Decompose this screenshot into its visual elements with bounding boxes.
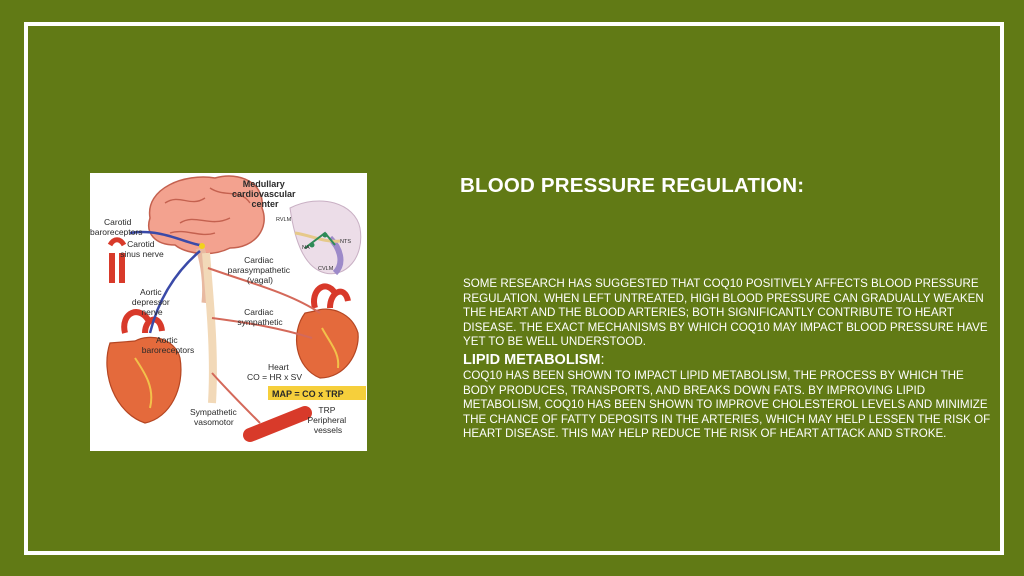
carotid-sinus-nerve-label: Carotid sinus nerve [120,239,164,259]
medulla-inset [289,200,362,276]
aortic-baroreceptors-label: Aortic baroreceptors [142,335,194,355]
cardiac-sympathetic-line [211,317,313,339]
carotid-baroreceptors-label: Carotid baroreceptors [90,217,142,237]
lipid-metabolism-paragraph: COQ10 HAS BEEN SHOWN TO IMPACT LIPID MET… [463,368,991,441]
peripheral-vessel [243,406,312,442]
na-label: NA [302,245,310,251]
nts-label: NTS [340,239,351,245]
heading-colon: : [600,351,605,368]
spinal-cord [202,252,217,404]
aortic-depressor-nerve-label: Aortic depressor nerve [132,287,172,317]
carotid-sinus-nerve-line [129,230,201,247]
diagram-canvas: Medullary cardiovascular center Carotid … [90,175,366,442]
map-formula-box [268,386,366,400]
left-heart-illustration [106,309,182,424]
sympathetic-vasomotor-line [211,372,261,424]
slide-border [24,22,1004,555]
blood-pressure-regulation-diagram: Medullary cardiovascular center Carotid … [90,173,367,451]
map-formula: MAP = CO x TRP [272,389,344,399]
heart-formula-label: Heart CO = HR x SV [247,362,302,382]
carotid-artery [107,237,127,283]
sympathetic-vasomotor-label: Sympathetic vasomotor [190,407,239,427]
slide-title: BLOOD PRESSURE REGULATION: [460,174,805,197]
lipid-metabolism-heading-text: LIPID METABOLISM [463,351,601,368]
medullary-label: Medullary cardiovascular center [232,179,298,209]
cardiac-sympathetic-label: Cardiac sympathetic [237,307,283,327]
cvlm-label: CVLM [318,266,334,272]
blood-pressure-paragraph: SOME RESEARCH HAS SUGGESTED THAT COQ10 P… [463,277,988,349]
cardiac-parasympathetic-label: Cardiac parasympathetic (vagal) [228,255,293,285]
rvlm-label: RVLM [276,217,292,223]
nts-dot [199,243,205,249]
lipid-metabolism-heading: LIPID METABOLISM: [463,352,995,369]
slide-body: SOME RESEARCH HAS SUGGESTED THAT COQ10 P… [463,277,995,442]
right-heart-illustration [296,283,359,379]
trp-vessels-label: TRP Peripheral vessels [307,405,348,435]
vagal-nerve-line [207,267,321,314]
aortic-depressor-nerve-line [148,250,201,334]
